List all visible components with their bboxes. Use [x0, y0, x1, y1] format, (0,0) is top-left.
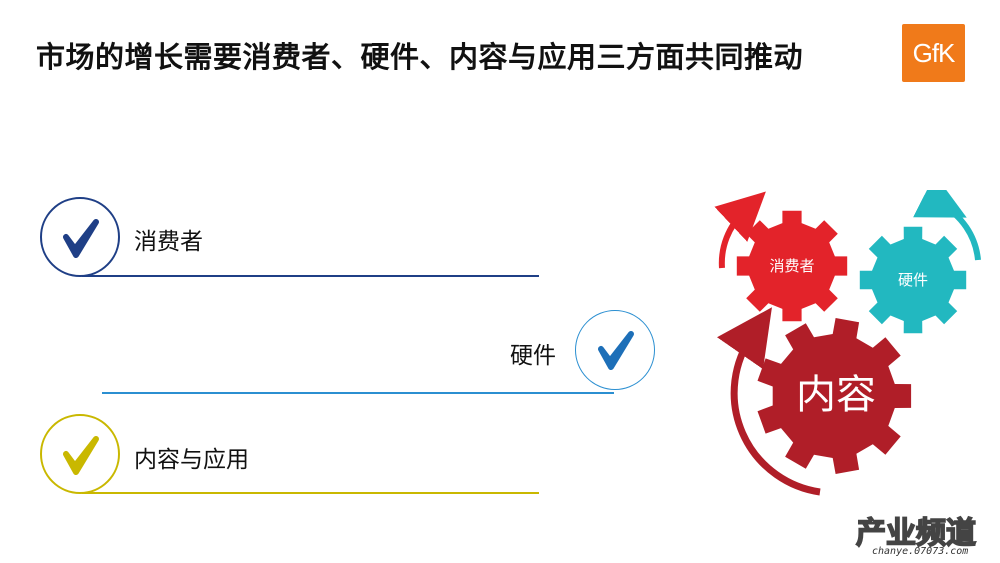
gears-graphic: 消费者 硬件 内容 — [714, 174, 981, 496]
check-circle — [40, 414, 120, 494]
checkmark-icon — [598, 331, 634, 370]
gear-shape — [736, 210, 848, 322]
gear-shape — [859, 226, 967, 334]
item-label: 内容与应用 — [134, 447, 249, 473]
check-circle — [40, 197, 120, 277]
checkmark-icon — [63, 219, 99, 258]
cycle-arrow-icon — [913, 174, 981, 261]
item-underline — [82, 275, 539, 277]
gfk-logo: GfK — [902, 24, 965, 82]
item-underline — [82, 492, 539, 494]
cycle-arrow-icon — [714, 191, 766, 269]
gear-label-hardware: 硬件 — [898, 271, 928, 289]
gear-consumer — [736, 210, 848, 322]
watermark: 产业频道 chanye.07073.com — [850, 508, 998, 560]
item-label: 硬件 — [510, 343, 556, 369]
gear-shape — [757, 318, 912, 474]
item-label: 消费者 — [134, 229, 203, 255]
watermark-main: 产业频道 — [855, 515, 977, 552]
cycle-arrow-icon — [717, 307, 821, 496]
gears-diagram: 消费者 硬件 内容 — [700, 174, 1000, 510]
logo-text: GfK — [912, 38, 956, 68]
gear-content — [757, 318, 912, 474]
checkmark-icon — [63, 436, 99, 475]
gear-label-content: 内容 — [796, 372, 876, 418]
watermark-sub: chanye.07073.com — [872, 546, 969, 557]
gear-label-consumer: 消费者 — [769, 257, 814, 275]
item-underline — [102, 392, 614, 394]
check-circle — [575, 310, 655, 390]
page-title: 市场的增长需要消费者、硬件、内容与应用三方面共同推动 — [36, 40, 804, 74]
gear-hardware — [859, 226, 967, 334]
